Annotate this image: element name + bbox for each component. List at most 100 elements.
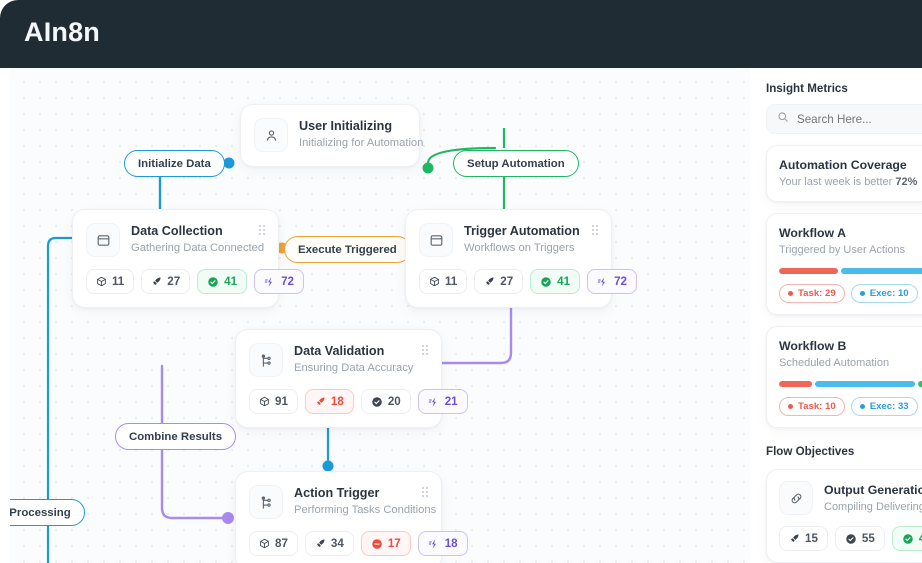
chip-value: 41	[224, 275, 238, 288]
tag-exec[interactable]: Exec: 33	[850, 397, 918, 416]
tag-label: Task: 29	[798, 288, 836, 299]
tag-label: Exec: 33	[869, 401, 909, 412]
progress-segment-task	[779, 268, 838, 274]
chip-rocket[interactable]: 27	[474, 269, 524, 294]
node-chips: 11 27 41 72	[73, 257, 304, 307]
workflow-b-card[interactable]: Workflow B Scheduled Automation Task: 10…	[766, 326, 922, 428]
chip-value: 91	[275, 395, 288, 408]
node-title: User Initializing	[299, 119, 393, 133]
workflow-tags: Task: 29 Exec: 10 Done: 1	[779, 284, 922, 303]
pill-initialize-data[interactable]: Initialize Data	[124, 150, 225, 177]
chip-minus-circle[interactable]: 17	[360, 531, 411, 556]
chip-rocket[interactable]: 34	[304, 531, 354, 556]
flow-icon	[249, 343, 283, 377]
tag-label: Task: 10	[798, 401, 836, 412]
chip-check-dark[interactable]: 20	[360, 389, 411, 414]
tag-exec[interactable]: Exec: 10	[850, 284, 918, 303]
top-bar: AIn8n	[0, 0, 922, 68]
node-subtitle: Workflows on Triggers	[464, 242, 575, 254]
chip-rocket[interactable]: 27	[141, 269, 191, 294]
chip-box[interactable]: 91	[249, 389, 298, 414]
workflow-progress-bar	[779, 268, 922, 274]
chip-value: 27	[167, 275, 181, 288]
node-trigger-automation[interactable]: Trigger Automation Workflows on Triggers…	[405, 209, 637, 308]
objective-output-generation-card[interactable]: Output Generation Compiling Delivering 1…	[766, 469, 922, 563]
chip-check[interactable]: 41	[891, 526, 922, 551]
workflow-a-card[interactable]: Workflow A Triggered by User Actions Tas…	[766, 213, 922, 315]
coverage-value: 72%	[895, 176, 918, 188]
objective-chips: 15 55 41	[779, 526, 922, 551]
node-chips: 11 27 41 72	[406, 257, 637, 307]
chip-value: 11	[445, 275, 458, 288]
chip-value: 87	[275, 537, 288, 550]
pill-execute-triggered[interactable]: Execute Triggered	[284, 236, 411, 263]
workflow-subtitle: Scheduled Automation	[779, 357, 890, 369]
workflow-canvas[interactable]: Initialize Data Setup Automation Execute…	[10, 68, 750, 563]
workflow-progress-bar	[779, 381, 922, 387]
drag-handle-icon[interactable]	[421, 344, 429, 355]
chip-check[interactable]: 41	[530, 269, 581, 294]
chip-bolt[interactable]: 21	[417, 389, 468, 414]
chip-bolt[interactable]: 18	[417, 531, 468, 556]
chip-rocket[interactable]: 18	[304, 389, 354, 414]
chip-value: 18	[330, 395, 344, 408]
window-icon	[86, 223, 120, 257]
progress-segment-exec	[840, 268, 922, 274]
node-text: Data Collection Gathering Data Connected	[131, 224, 264, 256]
chip-box[interactable]: 11	[86, 269, 135, 294]
node-action-trigger[interactable]: Action Trigger Performing Tasks Conditio…	[235, 471, 468, 563]
coverage-title: Automation Coverage	[779, 158, 907, 172]
node-text: Data Validation Ensuring Data Accuracy	[294, 344, 413, 376]
chip-value: 41	[557, 275, 571, 288]
objective-text: Output Generation Compiling Delivering	[824, 482, 922, 515]
workflow-tags: Task: 10 Exec: 33 Done: 1	[779, 397, 922, 416]
drag-handle-icon[interactable]	[421, 486, 429, 497]
node-data-validation[interactable]: Data Validation Ensuring Data Accuracy 9…	[235, 329, 468, 428]
chip-value: 18	[444, 537, 458, 550]
workflow-title: Workflow B	[779, 339, 847, 353]
tag-task[interactable]: Task: 29	[779, 284, 845, 303]
pill-setup-automation[interactable]: Setup Automation	[453, 150, 579, 177]
progress-segment-done	[918, 381, 922, 387]
node-subtitle: Gathering Data Connected	[131, 242, 265, 254]
node-user-initializing[interactable]: User Initializing Initializing for Autom…	[240, 104, 423, 167]
chip-value: 72	[281, 275, 294, 288]
workflow-title: Workflow A	[779, 226, 846, 240]
progress-segment-task	[779, 381, 812, 387]
node-chips: 91 18 20 21	[236, 377, 468, 427]
chip-value: 21	[444, 395, 458, 408]
node-header: User Initializing Initializing for Autom…	[241, 105, 423, 152]
dot-icon	[788, 291, 793, 296]
chip-box[interactable]: 87	[249, 531, 298, 556]
progress-segment-exec	[815, 381, 915, 387]
pill-collect-processing[interactable]: ct Processing	[10, 499, 85, 526]
drag-handle-icon[interactable]	[258, 224, 266, 235]
tag-task[interactable]: Task: 10	[779, 397, 845, 416]
chip-value: 15	[805, 532, 818, 545]
node-data-collection[interactable]: Data Collection Gathering Data Connected…	[72, 209, 304, 308]
search-field[interactable]	[766, 104, 922, 134]
coverage-subtitle: Your last week is better 72%	[779, 175, 922, 190]
drag-handle-icon[interactable]	[591, 224, 599, 235]
chip-value: 17	[387, 537, 401, 550]
node-text: Trigger Automation Workflows on Triggers	[464, 224, 580, 256]
brand-logo: AIn8n	[24, 17, 101, 47]
chip-bolt[interactable]: 72	[254, 269, 304, 294]
insight-sidebar[interactable]: Insight Metrics Automation Coverage Your…	[752, 68, 922, 563]
chip-bolt[interactable]: 72	[587, 269, 637, 294]
search-icon	[777, 110, 789, 128]
coverage-subtitle-text: Your last week is better	[779, 176, 896, 188]
node-subtitle: Performing Tasks Conditions	[294, 504, 437, 516]
chip-check-dark[interactable]: 55	[834, 526, 885, 551]
objective-title: Output Generation	[824, 482, 922, 497]
insight-metrics-heading: Insight Metrics	[766, 82, 848, 95]
automation-coverage-card[interactable]: Automation Coverage Your last week is be…	[766, 145, 922, 202]
search-input[interactable]	[797, 112, 912, 126]
pill-combine-results[interactable]: Combine Results	[115, 423, 237, 450]
chip-rocket[interactable]: 15	[779, 526, 828, 551]
objective-subtitle: Compiling Delivering	[824, 500, 922, 513]
chip-check[interactable]: 41	[197, 269, 248, 294]
chip-box[interactable]: 11	[419, 269, 468, 294]
chip-value: 34	[330, 537, 344, 550]
